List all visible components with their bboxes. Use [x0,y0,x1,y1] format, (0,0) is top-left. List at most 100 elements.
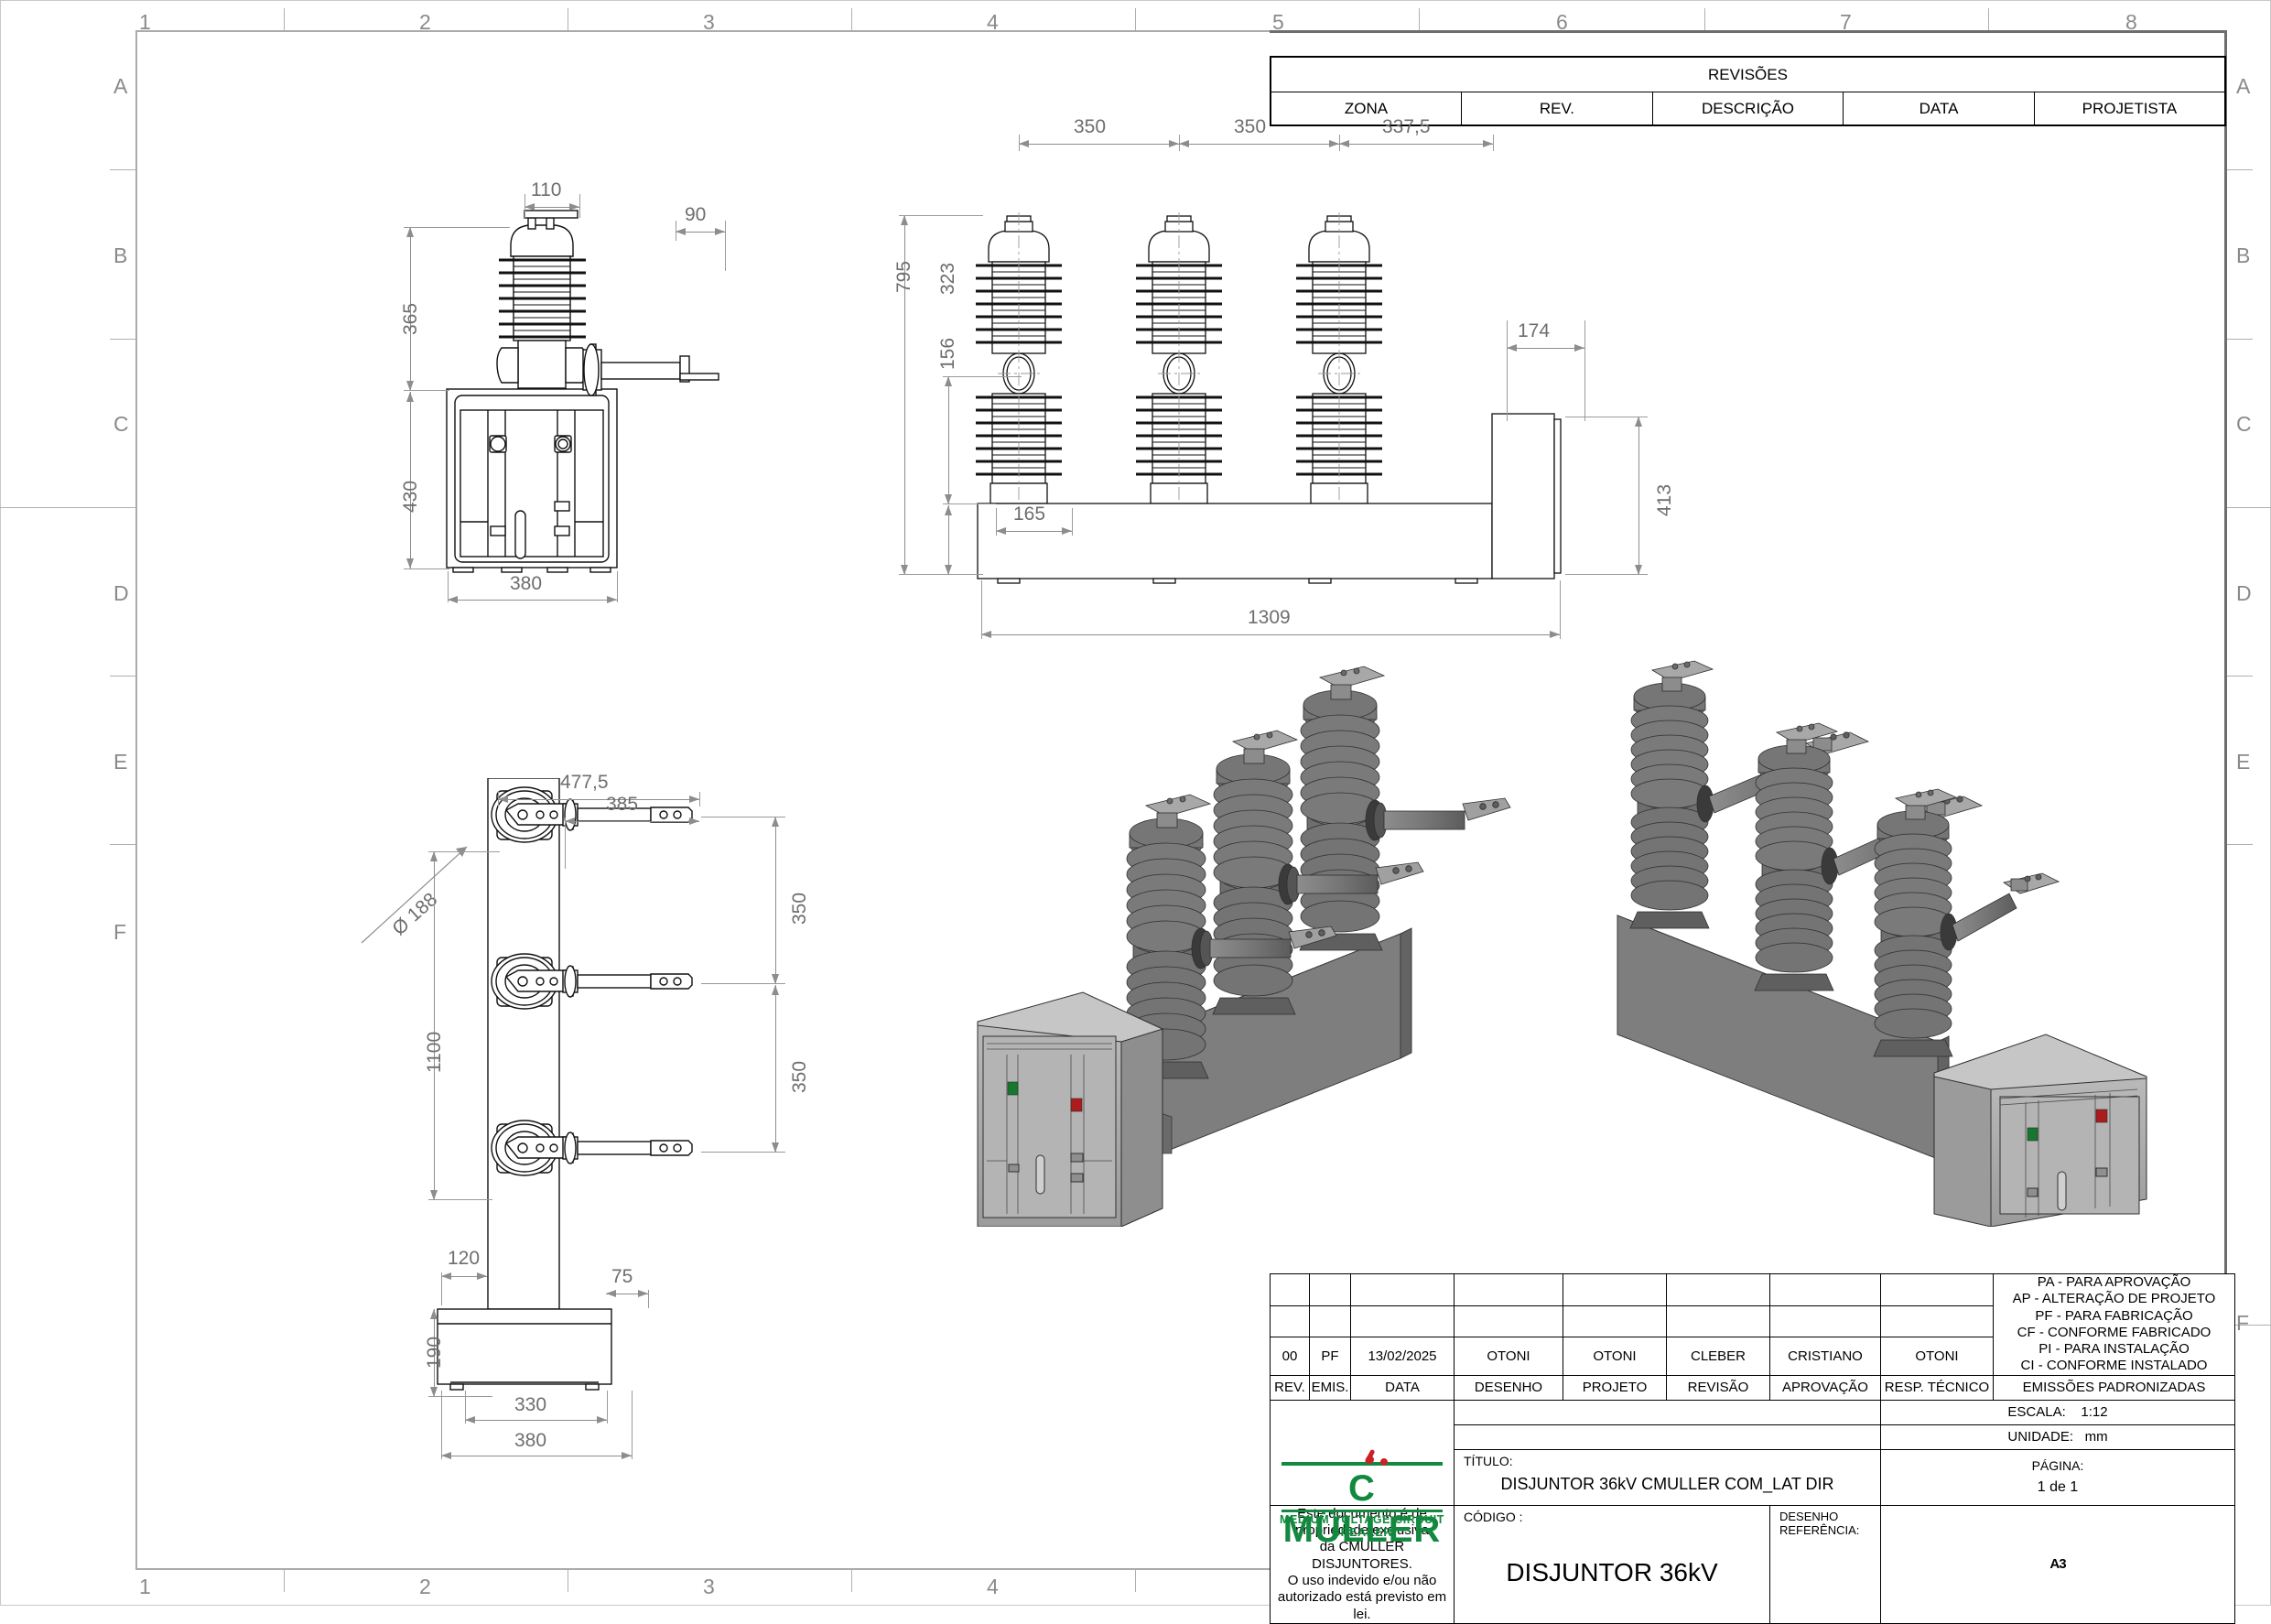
emissoes-legend-line-3: PF - PARA FABRICAÇÃO [2035,1307,2193,1324]
label-projeto: PROJETO [1563,1374,1667,1401]
titulo-label: TÍTULO: [1464,1453,1513,1468]
revisions-table: REVISÕES ZONA REV. DESCRIÇÃO DATA PROJET… [1270,56,2226,126]
top-view-geometry [437,778,693,1391]
dim-323-arrow-top [945,376,952,386]
zone-label-left-a: A [114,74,128,98]
zone-label-left-b: B [114,244,128,267]
dim-156-arrow-bottom [945,565,952,575]
dim-1100-arrow-top [430,851,438,861]
titulo-field: TÍTULO: DISJUNTOR 36kV CMULLER COM_LAT D… [1454,1448,1881,1506]
zone-label-right-d: D [2236,581,2252,605]
zone-tick-right-d [2227,676,2253,677]
revisions-col-projetista: PROJETISTA [2033,92,2226,126]
dim-380-side-text: 380 [510,573,543,594]
zone-tick-left-d [110,676,135,677]
side-view-geometry [446,210,719,573]
dim-90-ext-right [725,221,726,271]
zone-tick-top-7 [1988,8,1989,30]
dim-430-arrow-bottom [406,558,414,568]
dim-350a-front-text: 350 [1074,116,1107,137]
dim-165-ext-l [996,508,997,536]
dim-385-line [565,821,699,822]
dim-1309-ext-l [981,580,982,639]
zone-label-top-7: 7 [1840,10,1852,34]
zone-label-top-6: 6 [1556,10,1568,34]
dim-110-text: 110 [531,179,562,200]
logo-bar-bottom [1281,1509,1443,1512]
zone-tick-left-e [110,844,135,845]
dim-4775-ext-l [498,792,499,807]
dim-1309-ext-r [1560,580,1561,639]
dim-156-text: 156 [937,337,958,370]
dim-1100-ext-top [428,851,500,852]
zone-label-right-e: E [2236,750,2251,774]
dim-413-arrow-bottom [1635,565,1642,575]
pagina-value: 1 de 1 [2037,1479,2079,1496]
dim-90-arrow-right [715,228,725,235]
dim-430-ext-bottom [404,568,449,569]
logo-dot-2 [1380,1457,1388,1466]
company-logo: C MÜLLER MEDIUM VOLTAGE CIRCUIT BREAKER [1270,1399,1455,1550]
zone-label-right-a: A [2236,74,2251,98]
value-revisao: CLEBER [1666,1337,1770,1376]
dim-350b-front-arrow-left [1179,140,1189,147]
escala-label: ESCALA: [2007,1404,2066,1421]
dim-350a-front-arrow-left [1019,140,1029,147]
dim-385-arrow-right [689,817,699,825]
value-emis: PF [1309,1337,1351,1376]
legal-notice-line-4: autorizado está previsto em lei. [1277,1589,1447,1622]
dim-795-arrow-bottom [901,565,908,575]
dim-120-text: 120 [448,1248,481,1269]
pagina-label: PÁGINA: [2031,1458,2084,1474]
dim-385-ext-l [565,817,566,869]
revisions-col-rev: REV. [1461,92,1653,126]
dim-385-arrow-left [565,817,575,825]
dim-380-side-arrow-right [607,596,617,603]
zone-tick-left-a [110,169,135,170]
zone-tick-right-e [2227,844,2253,845]
dim-350a-front-line [1019,144,1179,145]
dim-350a-top-arrow-bottom [772,974,779,984]
zone-label-top-3: 3 [703,10,715,34]
legal-notice-line-2: da CMULLER DISJUNTORES. [1312,1539,1412,1572]
tb-blank-top-right-2 [1454,1424,1881,1450]
dim-365-ext-bottom [404,390,449,391]
tb-blank-rev-2 [1270,1305,1310,1338]
zone-label-left-e: E [114,750,128,774]
value-rev: 00 [1270,1337,1310,1376]
escala-field: ESCALA: 1:12 [1880,1399,2235,1425]
dim-323-ext-top [943,376,1022,377]
dim-174-ext-r [1584,320,1585,421]
dim-1309-arrow-right [1550,631,1560,638]
zone-tick-bottom-4 [1135,1570,1136,1592]
tb-blank-emis-2 [1309,1305,1351,1338]
label-resp-tecnico: RESP. TÉCNICO [1880,1374,1994,1401]
dim-350a-front-ext-l [1019,135,1020,151]
dim-174-arrow-right [1574,344,1584,352]
zone-label-bottom-2: 2 [419,1575,431,1598]
zone-tick-left-c [0,507,135,508]
zone-label-top-4: 4 [987,10,999,34]
dim-4775-line [498,799,699,800]
dim-385-text: 385 [606,794,639,815]
dim-323-text: 323 [937,262,958,295]
dim-365-line [410,227,411,390]
dim-120-arrow-left [441,1272,451,1280]
dim-380-top-ext-r [632,1391,633,1459]
dim-1100-ext-bottom [428,1199,492,1200]
logo-main-text: C MÜLLER [1282,1467,1442,1550]
dim-3375-front-line [1339,144,1493,145]
dim-413-line [1638,417,1639,574]
dim-380-side-line [448,600,617,601]
dim-4775-arrow-left [498,796,508,803]
dim-4775-text: 477,5 [560,772,609,793]
emissoes-legend-line-2: AP - ALTERAÇÃO DE PROJETO [2012,1291,2216,1307]
zone-tick-bottom-1 [284,1570,285,1592]
dim-165-arrow-right [1062,527,1072,535]
revisions-col-descricao: DESCRIÇÃO [1651,92,1844,126]
tb-blank-rev-1 [1270,1273,1310,1306]
dim-350b-top-arrow-top [772,985,779,995]
dim-795-ext-bottom [899,574,983,575]
titulo-value: DISJUNTOR 36kV CMULLER COM_LAT DIR [1500,1475,1834,1494]
label-emissoes: EMISSÕES PADRONIZADAS [1993,1374,2235,1401]
